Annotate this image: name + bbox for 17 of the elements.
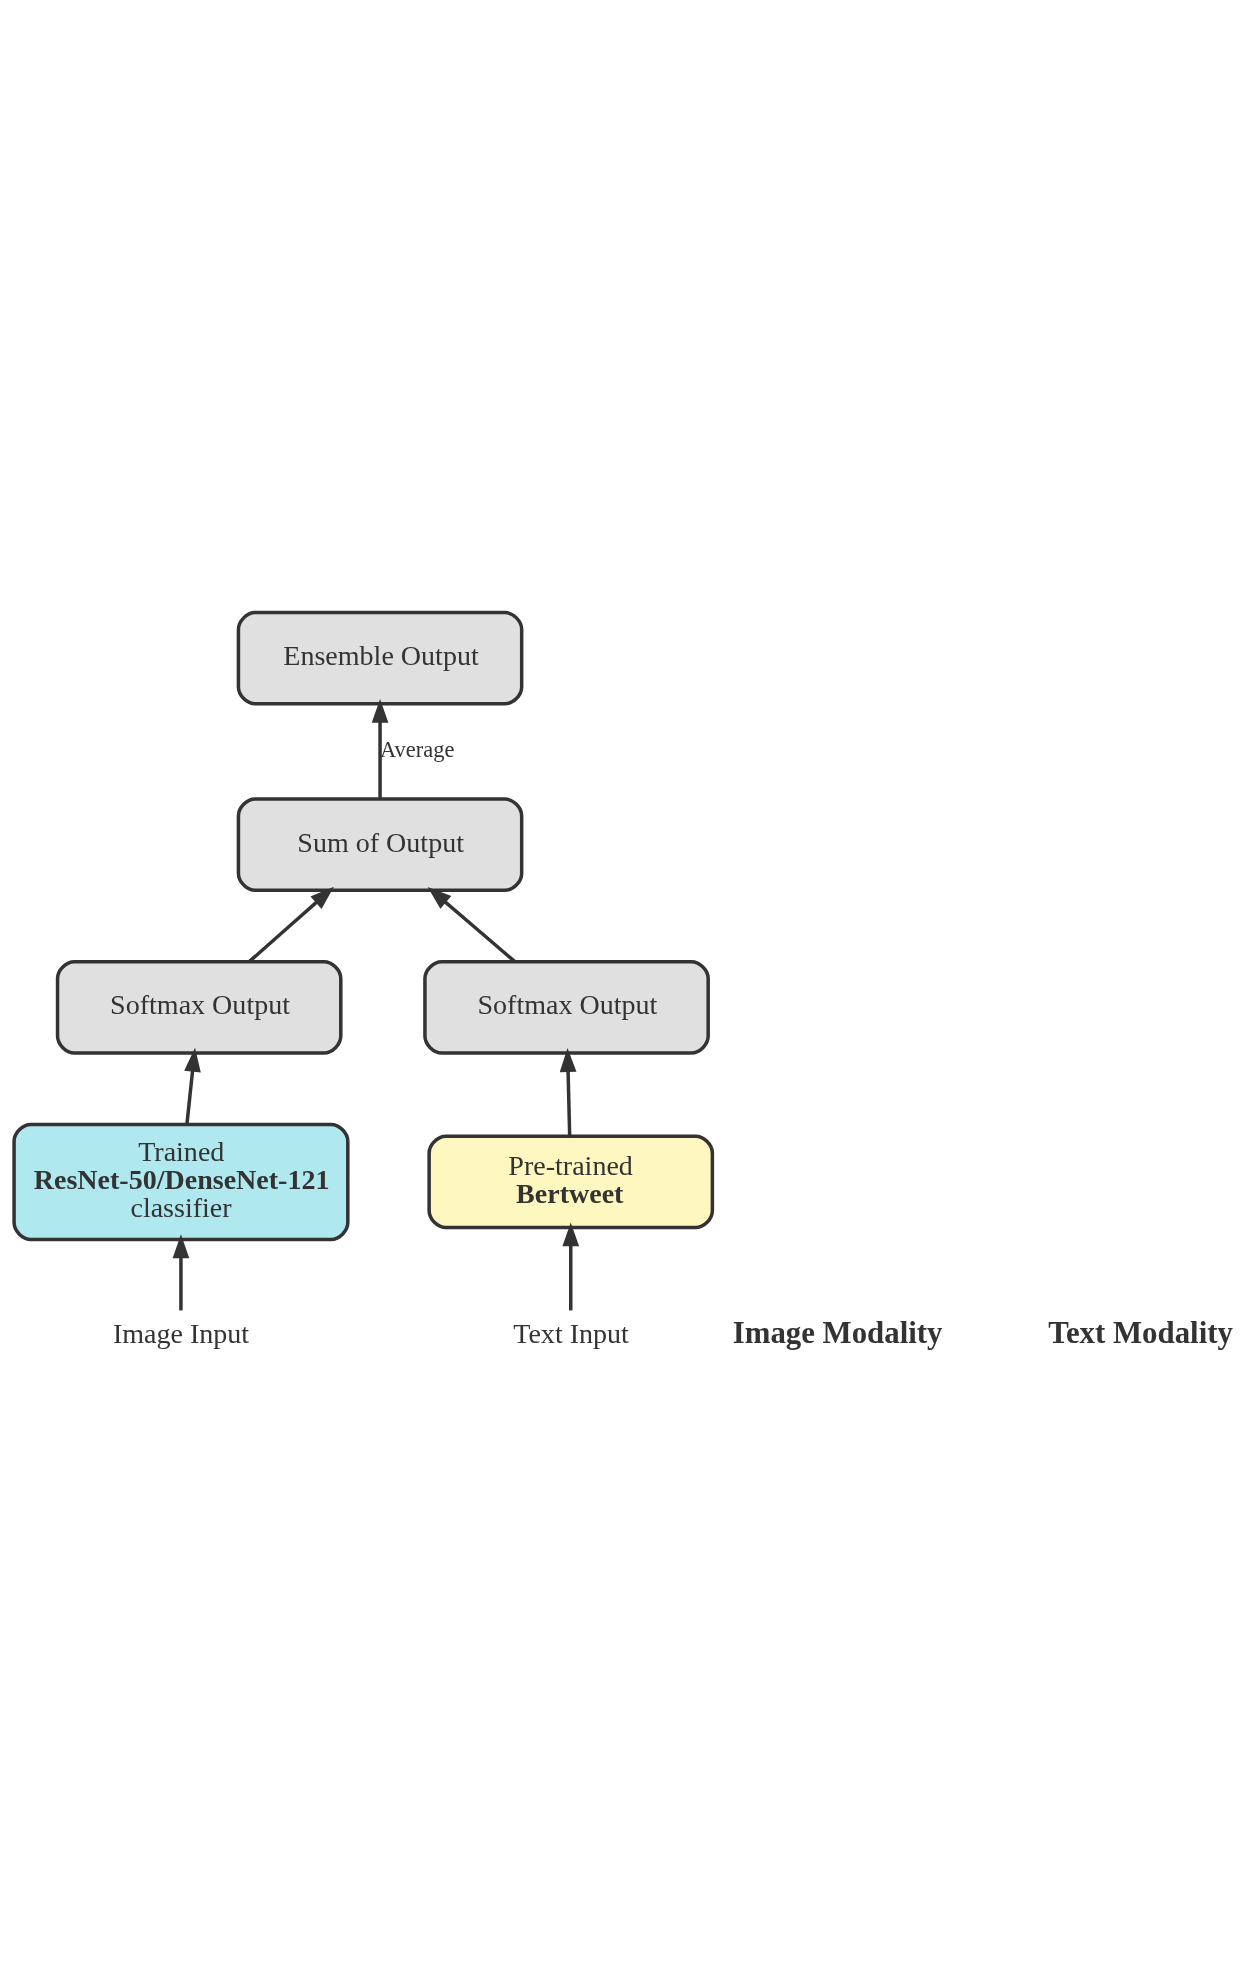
arrow	[172, 1234, 190, 1311]
node-box: Ensemble Output	[236, 610, 524, 706]
label: Text Modality	[1048, 1315, 1233, 1350]
node-text: Image Input	[112, 1318, 250, 1350]
arrow	[248, 886, 334, 963]
node-box: Softmax Output	[55, 960, 343, 1055]
arrow	[559, 1048, 577, 1137]
arrow	[427, 886, 516, 963]
node-text: Text Input	[513, 1318, 629, 1350]
arrow	[184, 1047, 201, 1125]
label: Image Modality	[732, 1315, 943, 1350]
node-box: Pre-trained Bertweet	[427, 1134, 715, 1230]
node-box: Sum of Output	[236, 797, 524, 892]
arrow	[371, 698, 389, 799]
node-box: Trained ResNet-50/DenseNet-121 classifier	[12, 1122, 350, 1242]
node-box: Softmax Output	[423, 960, 710, 1055]
arrow	[562, 1222, 580, 1311]
